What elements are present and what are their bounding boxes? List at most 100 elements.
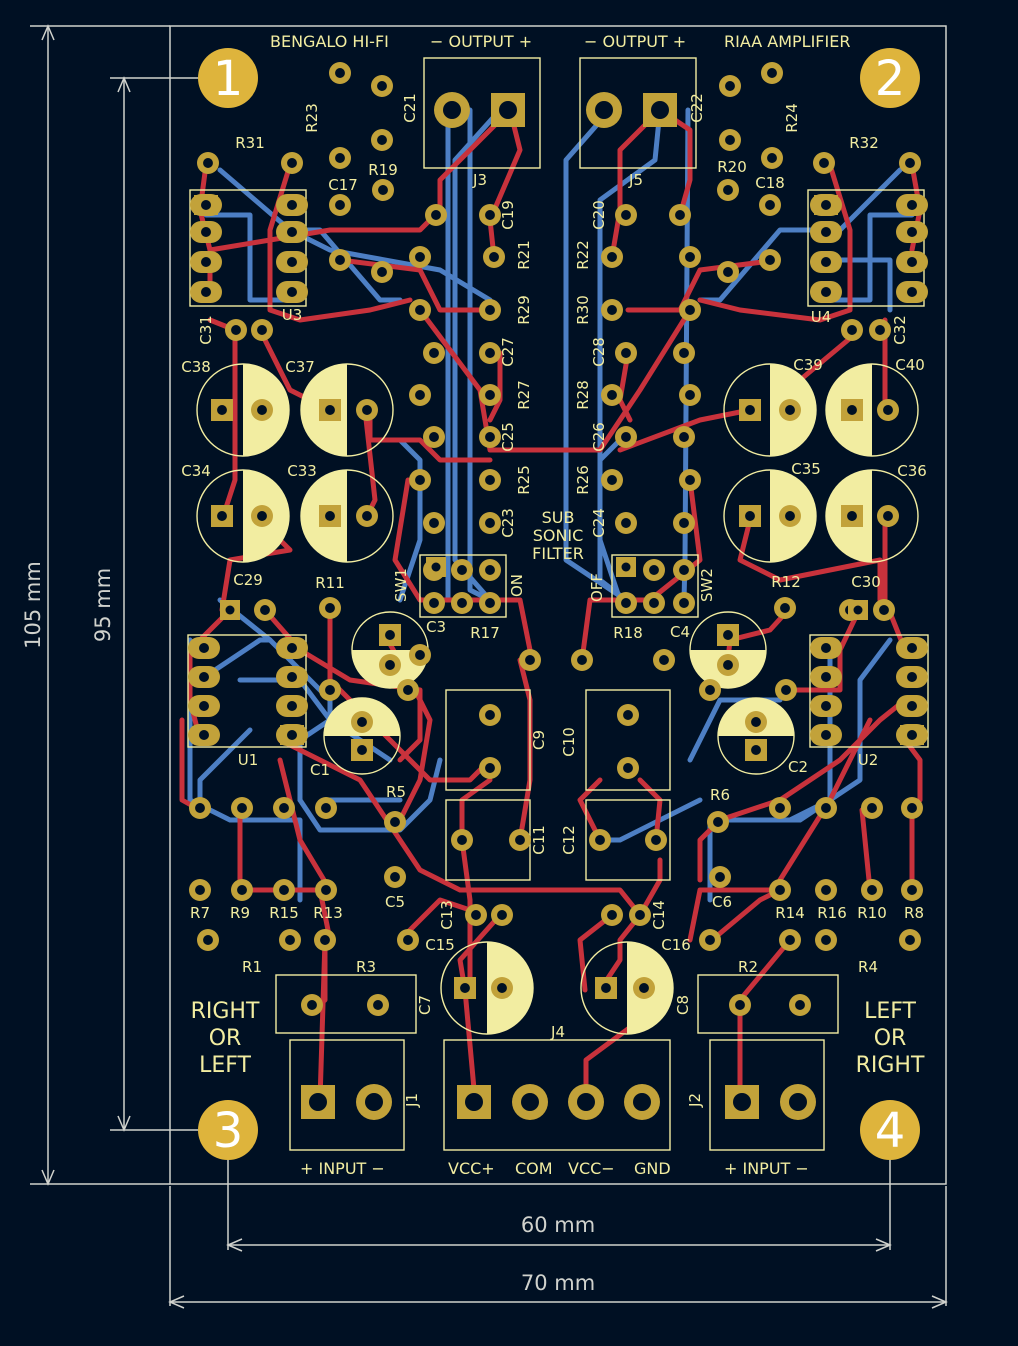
pad-hole: [485, 565, 495, 575]
silkscreen-outlines: [187, 57, 929, 1151]
pad-hole: [905, 158, 915, 168]
ref-c13: C13: [438, 900, 456, 930]
pad-hole: [821, 730, 831, 740]
track: [459, 837, 473, 993]
pad-hole: [595, 835, 605, 845]
dim-width-outer: 70 mm: [521, 1271, 595, 1295]
pad-hole: [497, 983, 507, 993]
c9-outline: [445, 689, 531, 791]
track: [597, 857, 663, 993]
c10-outline: [585, 689, 671, 791]
ref-r31: R31: [235, 134, 265, 152]
pad-hole: [279, 885, 289, 895]
ref-r19: R19: [368, 161, 398, 179]
pad-hole: [201, 257, 211, 267]
pad-hole: [489, 252, 499, 262]
ref-u2: U2: [858, 751, 879, 769]
left-side-label-1: RIGHT: [191, 999, 260, 1024]
ref-c34: C34: [181, 462, 211, 480]
pad-hole: [515, 835, 525, 845]
pad-hole: [415, 475, 425, 485]
ref-sw2: SW2: [698, 568, 716, 602]
ref-r20: R20: [717, 158, 747, 176]
ref-r4: R4: [858, 958, 878, 976]
pad-hole: [525, 655, 535, 665]
vcc-minus-label: VCC−: [568, 1159, 615, 1178]
ref-c40: C40: [895, 356, 925, 374]
pad-hole: [403, 685, 413, 695]
dimension-arrow: [875, 1238, 892, 1252]
pad-hole: [485, 348, 495, 358]
pad-hole: [623, 763, 633, 773]
mounting-hole-number: 4: [875, 1103, 906, 1159]
ref-c16: C16: [661, 936, 691, 954]
terminal-hole: [465, 1093, 483, 1111]
pad-hole: [907, 672, 917, 682]
pad-hole: [321, 803, 331, 813]
pad-hole: [821, 643, 831, 653]
ref-r7: R7: [190, 904, 210, 922]
pad-hole: [785, 511, 795, 521]
ref-r9: R9: [230, 904, 250, 922]
track: [563, 107, 629, 603]
pad-hole: [431, 210, 441, 220]
pad-hole: [775, 803, 785, 813]
pad-hole: [335, 68, 345, 78]
pad-hole: [257, 405, 267, 415]
pad-hole: [362, 405, 372, 415]
pad-hole: [767, 153, 777, 163]
ref-r18: R18: [613, 624, 643, 642]
pad-hole: [847, 325, 857, 335]
pad-hole: [723, 630, 733, 640]
pad-hole: [775, 885, 785, 895]
pad-hole: [621, 598, 631, 608]
pad-hole: [321, 885, 331, 895]
pad-hole: [907, 287, 917, 297]
pad-hole: [705, 685, 715, 695]
ref-r13: R13: [313, 904, 343, 922]
c12-outline: [585, 799, 671, 881]
pad-hole: [390, 817, 400, 827]
terminal-hole: [365, 1093, 383, 1111]
dim-width-inner: 60 mm: [521, 1213, 595, 1237]
pad-hole: [821, 701, 831, 711]
dimension-arrow: [931, 1295, 948, 1309]
ref-c10: C10: [560, 727, 578, 757]
pad-hole: [203, 158, 213, 168]
mounting-hole-number: 1: [213, 51, 244, 107]
sw2-off-label: OFF: [588, 573, 606, 602]
j5-outline: [579, 57, 697, 169]
pad-hole: [765, 255, 775, 265]
pad-hole: [621, 518, 631, 528]
pad-hole: [362, 511, 372, 521]
pad-hole: [635, 910, 645, 920]
ref-c22: C22: [688, 93, 706, 123]
ref-c18: C18: [755, 174, 785, 192]
pad-hole: [907, 643, 917, 653]
pad-hole: [195, 885, 205, 895]
pad-hole: [203, 935, 213, 945]
ref-c19: C19: [499, 200, 517, 230]
pad-hole: [853, 605, 863, 615]
track: [267, 162, 413, 323]
left-side-label-2: OR: [209, 1026, 242, 1051]
terminal-hole: [633, 1093, 651, 1111]
terminal-hole: [499, 101, 517, 119]
ref-sw1: SW1: [392, 568, 410, 602]
pad-hole: [905, 935, 915, 945]
pad-hole: [325, 511, 335, 521]
pad-hole: [907, 885, 917, 895]
pad-hole: [907, 200, 917, 210]
ref-c35: C35: [791, 460, 821, 478]
pad-hole: [607, 390, 617, 400]
pad-hole: [287, 158, 297, 168]
ref-c31: C31: [197, 315, 215, 345]
pad-hole: [867, 803, 877, 813]
ref-u3: U3: [282, 306, 303, 324]
vcc-plus-label: VCC+: [448, 1159, 495, 1178]
silk-text: BENGALO HI-FI − OUTPUT + − OUTPUT + RIAA…: [191, 32, 925, 1178]
ref-c4: C4: [670, 623, 690, 641]
ref-c37: C37: [285, 358, 315, 376]
pad-hole: [485, 390, 495, 400]
j2-outline: [709, 1039, 825, 1151]
